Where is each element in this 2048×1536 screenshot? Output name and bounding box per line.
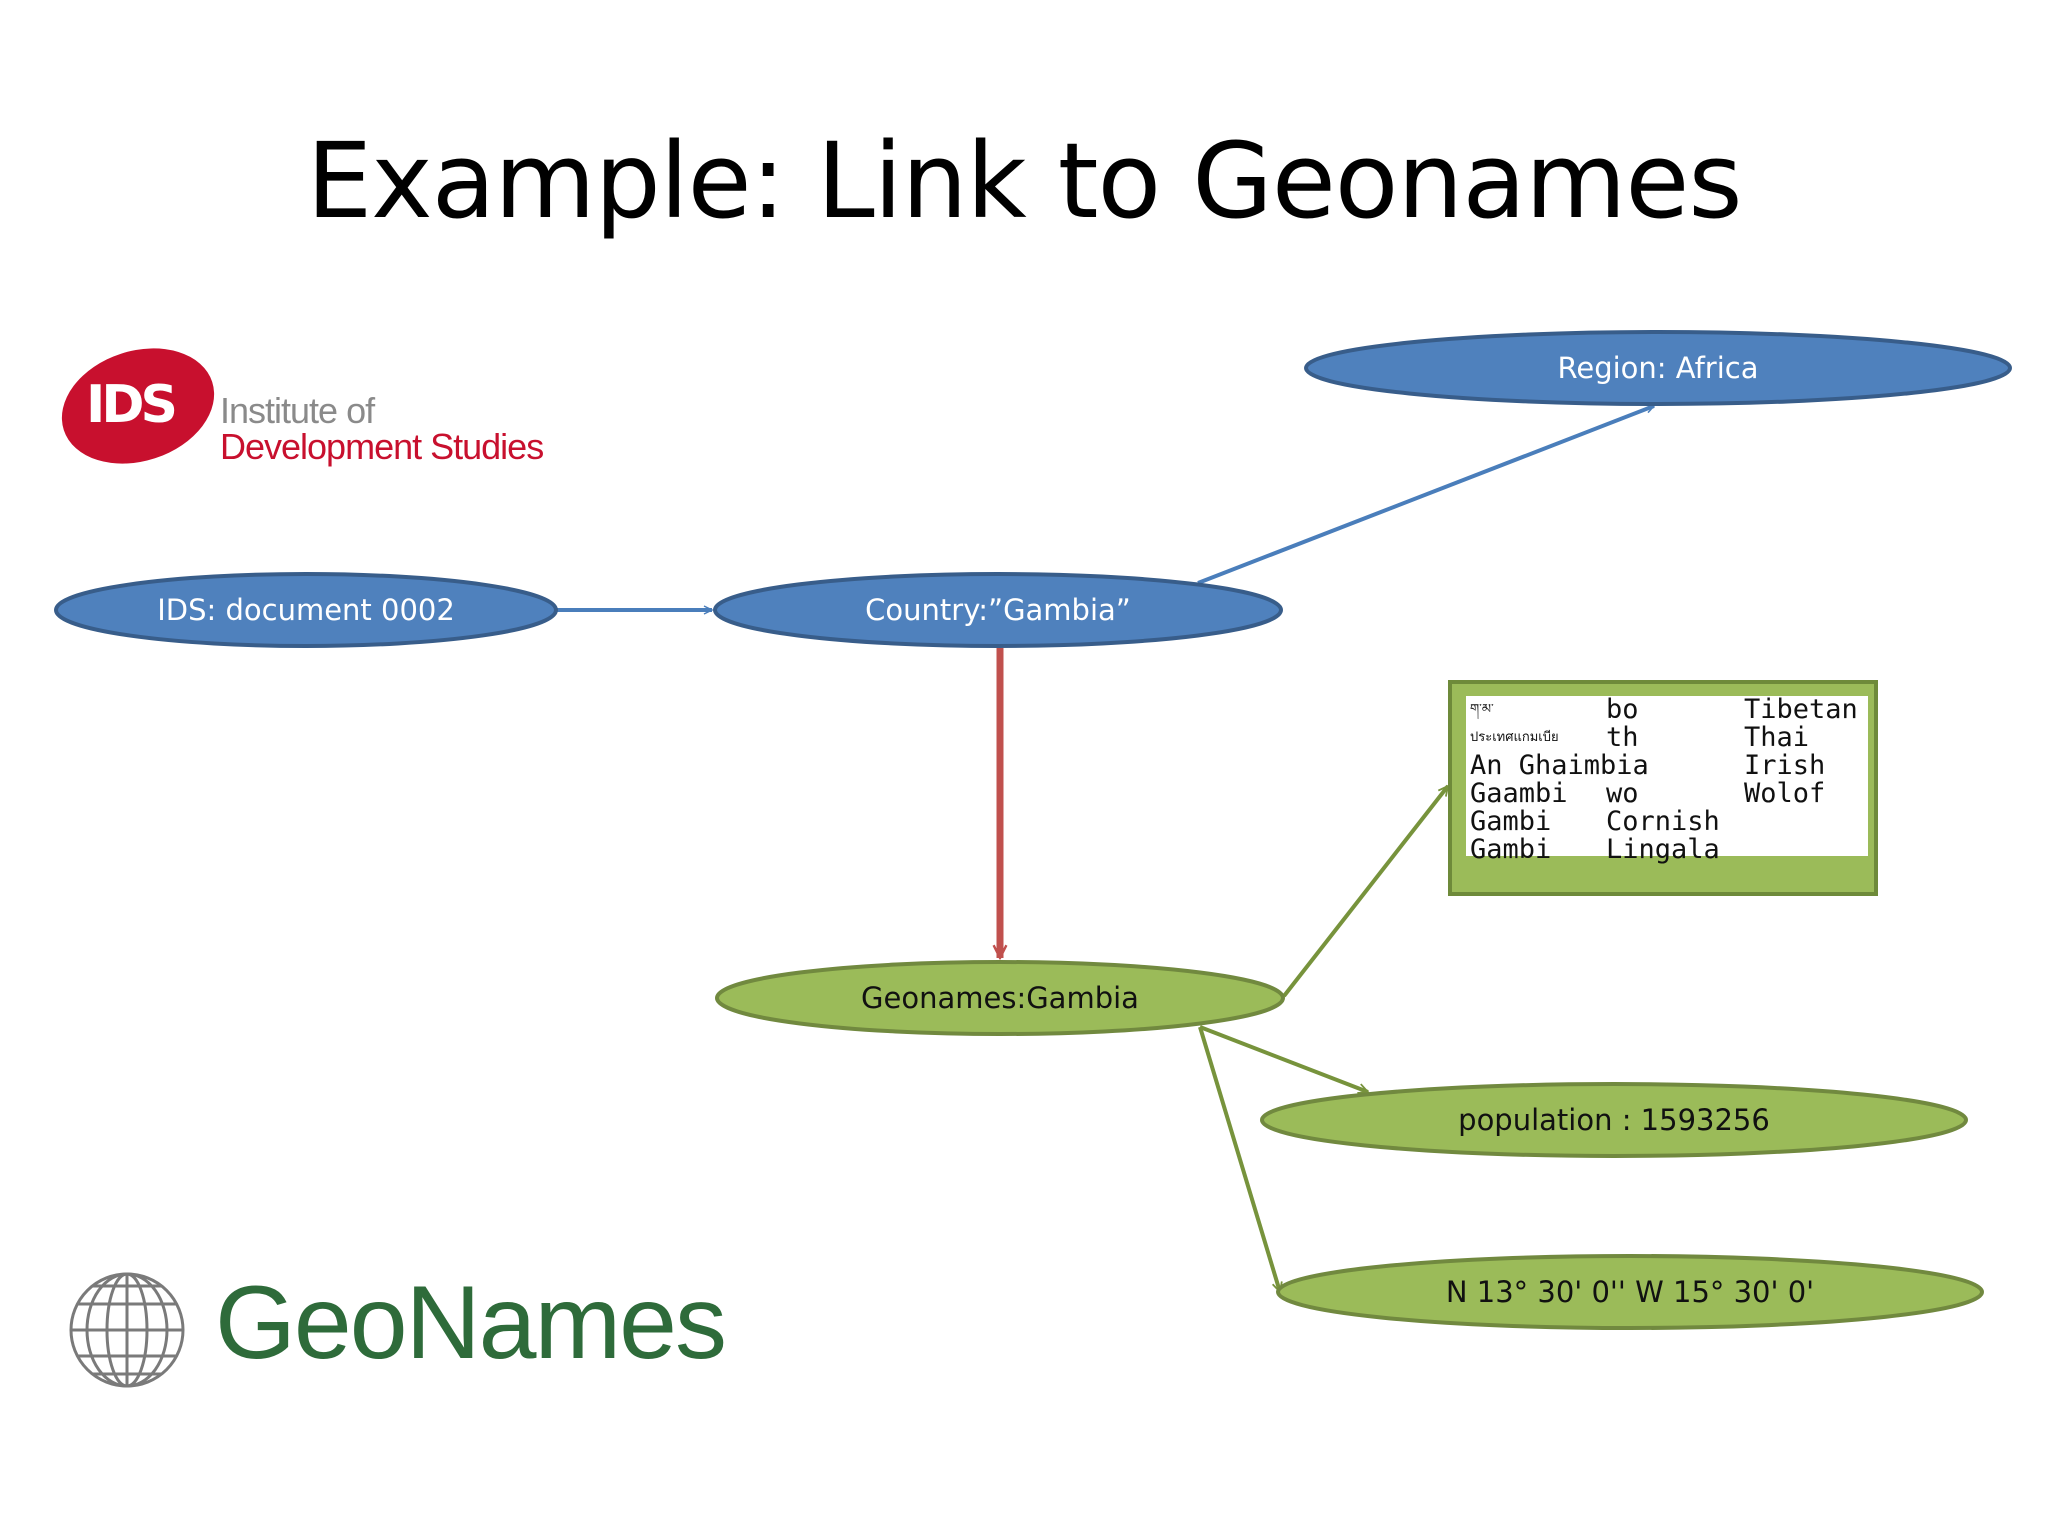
table-row: ག་མ་ bo Tibetan bbox=[1470, 696, 1866, 724]
table-cell: Irish bbox=[1744, 750, 1826, 781]
node-geonames: Geonames:Gambia bbox=[715, 960, 1285, 1036]
table-cell: Gambi bbox=[1470, 834, 1552, 865]
node-population: population : 1593256 bbox=[1260, 1082, 1968, 1158]
node-ids-document-label: IDS: document 0002 bbox=[157, 593, 455, 627]
geonames-logo-text: GeoNames bbox=[215, 1265, 727, 1381]
globe-icon bbox=[69, 1272, 185, 1388]
table-cell: Thai bbox=[1744, 722, 1810, 753]
table-row: Gambi Lingala bbox=[1470, 836, 1866, 864]
table-cell: Gambi bbox=[1470, 806, 1552, 837]
ids-logo-mark: IDS bbox=[61, 348, 215, 464]
node-coordinates-label: N 13° 30' 0'' W 15° 30' 0' bbox=[1446, 1275, 1814, 1309]
table-cell: Gaambi bbox=[1470, 778, 1568, 809]
edge-geonames-to-coordinates bbox=[1198, 1026, 1280, 1292]
table-cell bbox=[1744, 836, 1866, 864]
node-country-label: Country:”Gambia” bbox=[865, 593, 1131, 627]
table-cell: Tibetan bbox=[1744, 694, 1858, 725]
language-names-panel: ག་མ་ bo Tibetan ประเทศแกมเบีย th Thai An… bbox=[1466, 696, 1868, 864]
table-cell: wo bbox=[1606, 778, 1639, 809]
node-region: Region: Africa bbox=[1304, 330, 2012, 406]
table-row: ประเทศแกมเบีย th Thai bbox=[1470, 724, 1866, 752]
node-ids-document: IDS: document 0002 bbox=[54, 572, 558, 648]
node-coordinates: N 13° 30' 0'' W 15° 30' 0' bbox=[1276, 1254, 1984, 1330]
table-cell: Cornish bbox=[1606, 806, 1720, 837]
table-row: An Ghaimbia Irish bbox=[1470, 752, 1866, 780]
edge-geonames-to-population bbox=[1199, 1025, 1368, 1092]
table-cell: bo bbox=[1606, 694, 1639, 725]
edge-geonames-to-languages bbox=[1282, 786, 1450, 998]
table-cell: th bbox=[1606, 722, 1639, 753]
table-cell: An Ghaimbia bbox=[1470, 750, 1649, 781]
table-cell: ག་མ་ bbox=[1470, 702, 1494, 717]
table-row: Gaambi wo Wolof bbox=[1470, 780, 1866, 808]
node-country: Country:”Gambia” bbox=[713, 572, 1283, 648]
table-cell bbox=[1744, 808, 1866, 836]
table-cell: Wolof bbox=[1744, 778, 1826, 809]
slide-title: Example: Link to Geonames bbox=[306, 120, 1742, 242]
table-cell: ประเทศแกมเบีย bbox=[1470, 730, 1559, 745]
table-row: Gambi Cornish bbox=[1470, 808, 1866, 836]
geonames-logo: GeoNames bbox=[55, 1258, 745, 1398]
ids-logo-mark-text: IDS bbox=[86, 375, 175, 435]
node-region-label: Region: Africa bbox=[1558, 351, 1759, 385]
language-names-box: ག་མ་ bo Tibetan ประเทศแกมเบีย th Thai An… bbox=[1448, 680, 1878, 896]
table-cell: Lingala bbox=[1606, 834, 1720, 865]
node-population-label: population : 1593256 bbox=[1458, 1103, 1770, 1137]
edge-country-to-region bbox=[1197, 404, 1654, 585]
language-names-table: ག་མ་ bo Tibetan ประเทศแกมเบีย th Thai An… bbox=[1470, 696, 1866, 864]
node-geonames-label: Geonames:Gambia bbox=[861, 981, 1139, 1015]
ids-logo-line1: Institute of bbox=[220, 390, 375, 431]
ids-logo-line2: Development Studies bbox=[220, 426, 544, 467]
ids-logo: IDS Institute of Development Studies bbox=[60, 338, 580, 478]
